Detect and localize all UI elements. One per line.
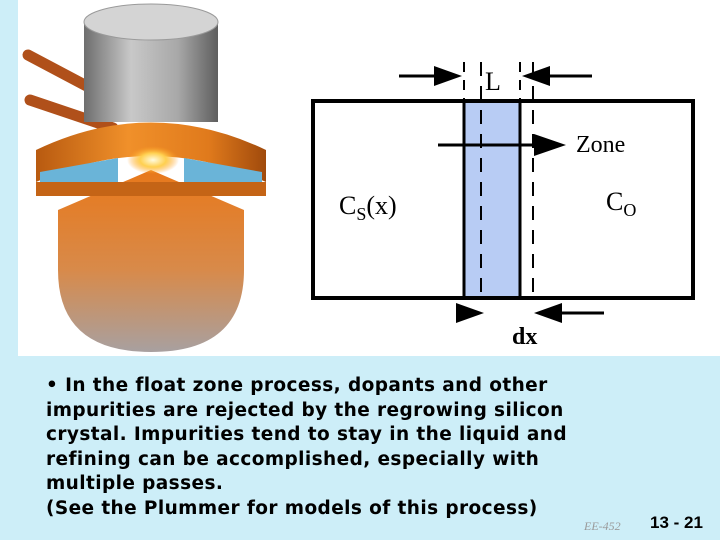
- right-concentration-label: CO: [606, 187, 636, 220]
- crystal-outline: [311, 99, 695, 300]
- caption-line: refining can be accomplished, especially…: [46, 448, 540, 470]
- molten-zone-glow: [127, 146, 179, 174]
- step-label: dx: [512, 324, 537, 350]
- caption-line: impurities are rejected by the regrowing…: [46, 399, 564, 421]
- width-arrow-left: [399, 66, 462, 86]
- zone-width-label: L: [485, 67, 501, 96]
- course-code: EE-452: [584, 519, 621, 533]
- upper-rod-top: [83, 3, 219, 41]
- page-number: 13 - 21: [650, 513, 703, 532]
- lower-crystal: [58, 170, 244, 352]
- zone-label: Zone: [576, 132, 625, 158]
- left-concentration-label: CS(x): [339, 191, 397, 224]
- left-concentration-arg: (x): [366, 191, 396, 220]
- caption-line: multiple passes.: [46, 473, 224, 494]
- step-arrow-right: [534, 303, 604, 323]
- caption-line: • In the float zone process, dopants and…: [46, 375, 548, 396]
- zone-motion-arrow: [438, 134, 566, 156]
- float-zone-apparatus-illustration: [22, 3, 266, 352]
- caption-line: crystal. Impurities tend to stay in the …: [46, 424, 567, 445]
- step-arrow-left: [456, 303, 484, 323]
- caption-text: • In the float zone process, dopants and…: [46, 374, 686, 521]
- float-zone-diagram: L Zone CS(x) CO dx: [311, 62, 695, 350]
- coil-lead-lower: [24, 94, 119, 134]
- width-arrow-right: [522, 66, 592, 86]
- left-concentration-sub: S: [356, 204, 366, 224]
- right-concentration-sub: O: [623, 200, 636, 220]
- left-concentration-base: C: [339, 191, 356, 220]
- zone-region: [464, 101, 520, 298]
- caption-line: (See the Plummer for models of this proc…: [46, 497, 538, 519]
- right-concentration-base: C: [606, 187, 623, 216]
